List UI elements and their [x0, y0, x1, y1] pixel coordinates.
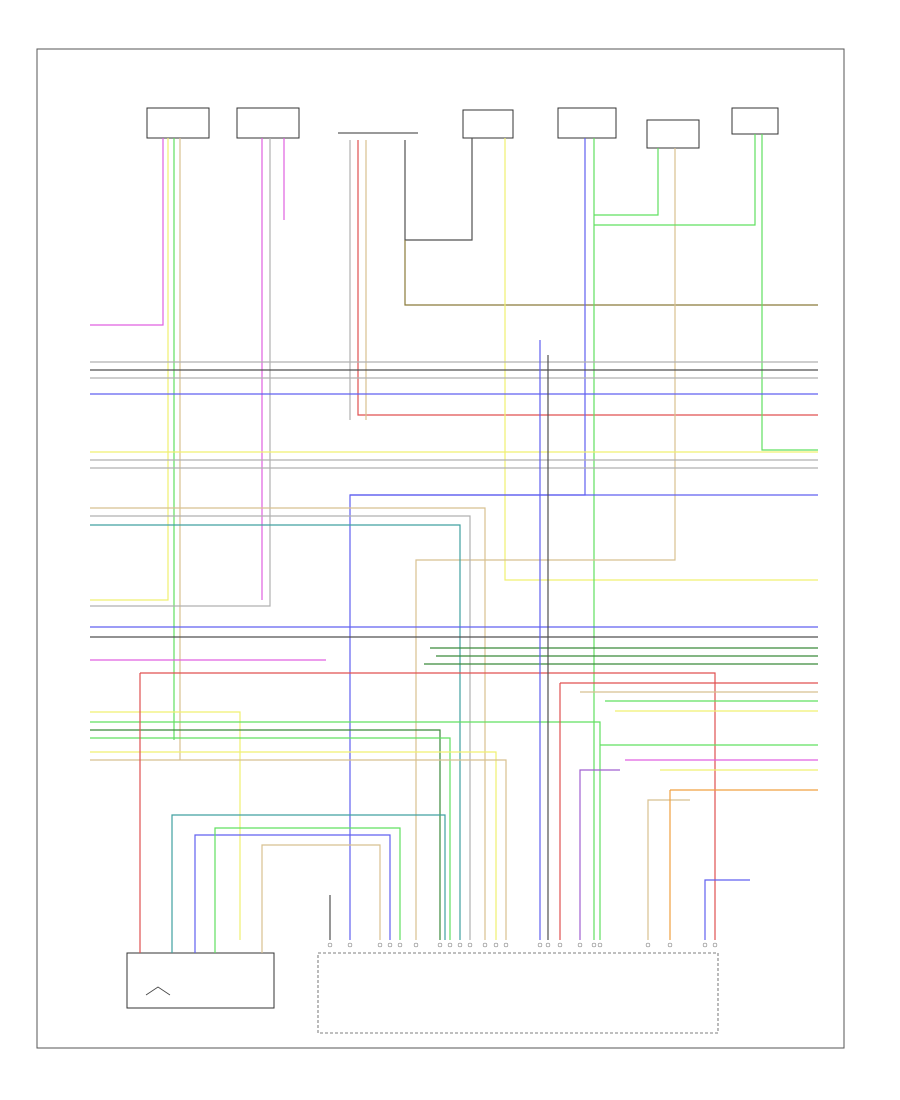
connector-pins: [327, 942, 718, 948]
bottom-right-module: [317, 952, 719, 1034]
component-box-c2: [236, 107, 300, 139]
bus-wires: [90, 361, 818, 940]
ground-symbol-icon: [145, 986, 171, 996]
component-box-c6: [646, 119, 700, 149]
bottom-drop-wires: [139, 340, 750, 953]
component-box-c4: [462, 109, 514, 139]
top-drop-wires: [90, 134, 818, 940]
bottom-left-module: [126, 952, 275, 1009]
diagram-frame: [36, 48, 845, 1049]
component-box-c1: [146, 107, 210, 139]
component-box-c7: [731, 107, 779, 135]
component-box-c5: [557, 107, 617, 139]
